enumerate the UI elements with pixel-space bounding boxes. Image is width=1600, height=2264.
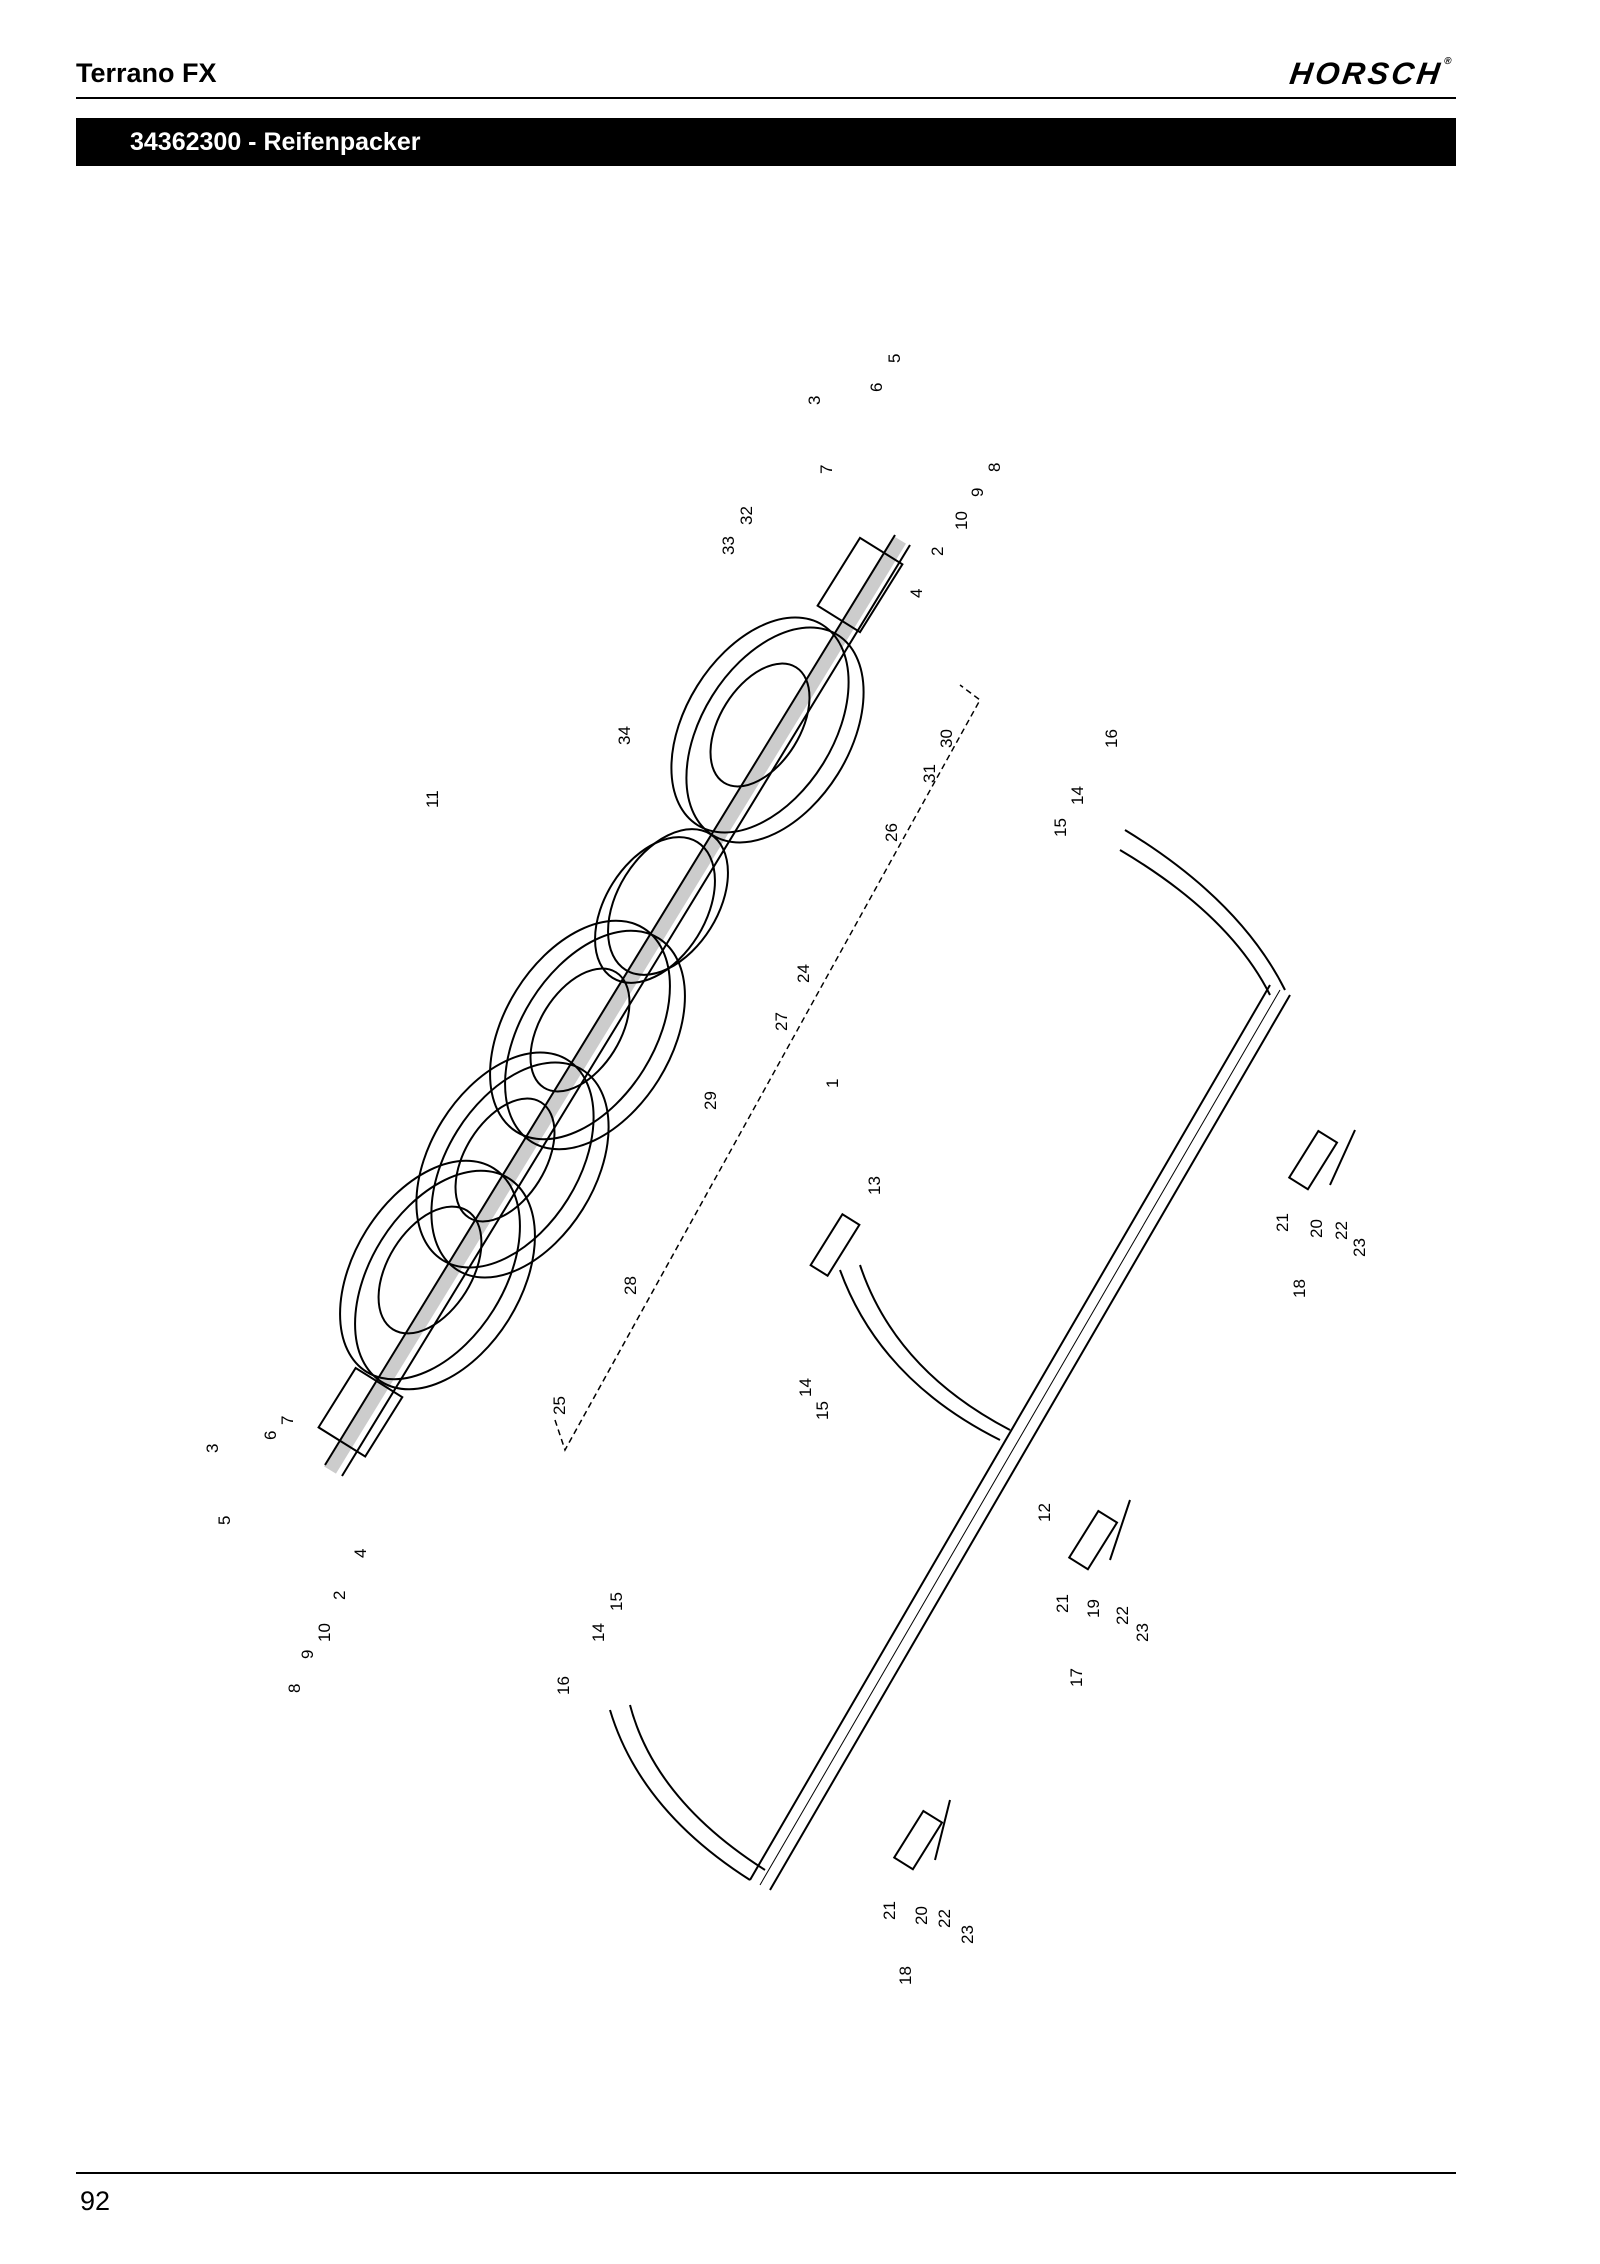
callout-18: 18 <box>1290 1279 1309 1298</box>
callout-8: 8 <box>985 463 1004 472</box>
tyre-28 <box>415 1051 610 1279</box>
callout-22: 22 <box>1113 1606 1132 1625</box>
callout-21: 21 <box>1273 1213 1292 1232</box>
clamp-18-upper <box>1287 1129 1356 1191</box>
callout-20: 20 <box>1307 1219 1326 1238</box>
callout-4: 4 <box>907 589 926 598</box>
callout-11: 11 <box>423 790 442 808</box>
callout-9: 9 <box>298 1650 317 1659</box>
callout-3: 3 <box>805 396 824 405</box>
callout-1: 1 <box>823 1079 842 1088</box>
callout-5: 5 <box>215 1516 234 1525</box>
callout-23: 23 <box>1350 1238 1369 1257</box>
callout-13: 13 <box>865 1176 884 1195</box>
page-number: 92 <box>80 2186 111 2216</box>
callout-10: 10 <box>315 1623 334 1642</box>
callout-17: 17 <box>1067 1668 1086 1687</box>
tyre-25 <box>339 1159 536 1391</box>
tyre-26 <box>670 616 865 844</box>
callout-34: 34 <box>615 726 634 745</box>
callout-7: 7 <box>817 465 836 474</box>
callout-16: 16 <box>1102 729 1121 748</box>
clamp-18-lower <box>892 1799 951 1871</box>
callout-29: 29 <box>701 1091 720 1110</box>
clamp-13 <box>809 1212 861 1278</box>
callout-3: 3 <box>203 1444 222 1453</box>
callout-30: 30 <box>937 729 956 748</box>
callout-23: 23 <box>1133 1623 1152 1642</box>
callout-14: 14 <box>796 1378 815 1397</box>
callout-32: 32 <box>737 506 756 525</box>
callout-15: 15 <box>813 1401 832 1420</box>
callout-26: 26 <box>882 823 901 842</box>
callout-24: 24 <box>794 964 813 983</box>
callout-27: 27 <box>772 1012 791 1031</box>
callout-9: 9 <box>968 488 987 497</box>
callout-25: 25 <box>550 1396 569 1415</box>
callout-6: 6 <box>261 1431 280 1440</box>
header-divider <box>76 97 1456 99</box>
callout-31: 31 <box>920 764 939 783</box>
callout-23: 23 <box>958 1925 977 1944</box>
section-title-bar: 34362300 - Reifenpacker <box>76 118 1456 166</box>
footer-divider <box>76 2172 1456 2174</box>
callout-18: 18 <box>896 1966 915 1985</box>
callout-labels: 1 2 2 3 3 4 4 5 5 6 6 7 7 8 8 9 9 10 10 … <box>203 354 1369 1985</box>
callout-19: 19 <box>1084 1599 1103 1618</box>
tyre-29 <box>489 919 686 1151</box>
document-title: Terrano FX <box>76 58 217 88</box>
callout-33: 33 <box>719 536 738 555</box>
callout-21: 21 <box>1053 1594 1072 1613</box>
section-title: 34362300 - Reifenpacker <box>130 128 421 156</box>
callout-28: 28 <box>621 1276 640 1295</box>
callout-5: 5 <box>885 354 904 363</box>
callout-22: 22 <box>1332 1221 1351 1240</box>
callout-14: 14 <box>1068 786 1087 805</box>
callout-7: 7 <box>278 1416 297 1425</box>
callout-15: 15 <box>607 1592 626 1611</box>
callout-21: 21 <box>880 1901 899 1920</box>
clamp-17 <box>1067 1499 1131 1571</box>
callout-15: 15 <box>1051 818 1070 837</box>
callout-16: 16 <box>554 1676 573 1695</box>
callout-2: 2 <box>928 547 947 556</box>
callout-4: 4 <box>351 1549 370 1558</box>
callout-22: 22 <box>935 1909 954 1928</box>
callout-6: 6 <box>867 383 886 392</box>
callout-20: 20 <box>912 1906 931 1925</box>
callout-12: 12 <box>1035 1503 1054 1522</box>
frame-12 <box>609 829 1291 1891</box>
callout-14: 14 <box>589 1623 608 1642</box>
callout-8: 8 <box>285 1684 304 1693</box>
callout-2: 2 <box>330 1591 349 1600</box>
callout-10: 10 <box>952 511 971 530</box>
